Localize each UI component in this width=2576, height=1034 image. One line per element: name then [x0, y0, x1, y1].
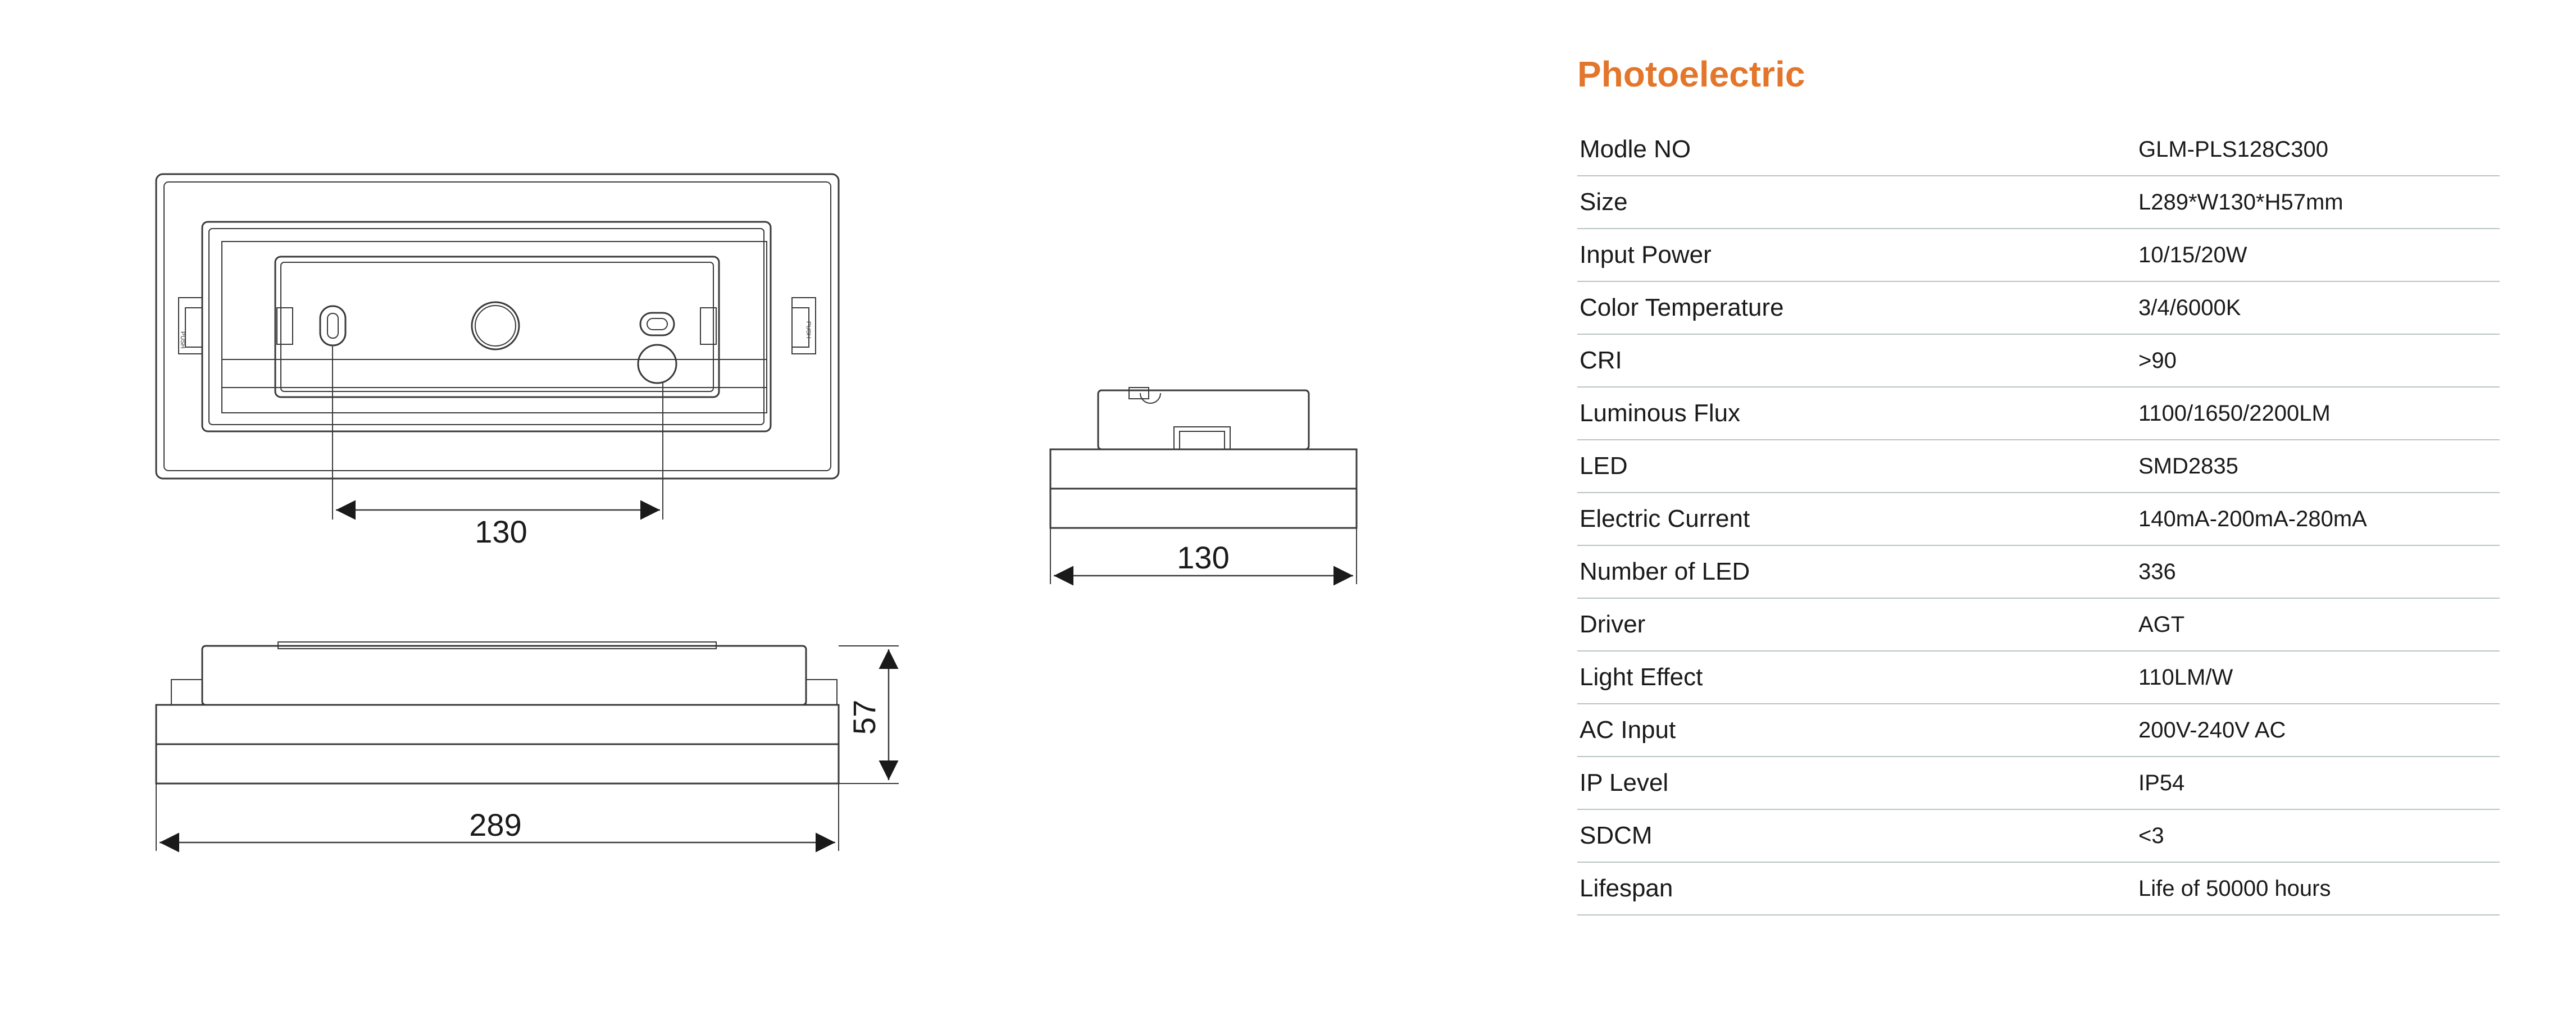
spec-value: 110LM/W	[2138, 651, 2500, 704]
spec-value: IP54	[2138, 757, 2500, 810]
side-view: 130	[1049, 387, 1358, 586]
front-view: PUSH PUSH 130	[155, 173, 840, 549]
spec-label: CRI	[1577, 334, 2138, 388]
spec-value: Life of 50000 hours	[2138, 862, 2500, 915]
table-row: CRI>90	[1577, 334, 2500, 388]
right-push-clip: PUSH	[791, 297, 816, 354]
spec-label: SDCM	[1577, 809, 2138, 863]
spec-value: GLM-PLS128C300	[2138, 124, 2500, 176]
spec-value: AGT	[2138, 598, 2500, 652]
left-push-label: PUSH	[179, 331, 186, 349]
spec-label: Input Power	[1577, 229, 2138, 282]
spec-value: 140mA-200mA-280mA	[2138, 493, 2500, 546]
bottom-length-dimension: 289	[469, 807, 521, 842]
spec-value: >90	[2138, 334, 2500, 388]
bottom-view: 57 289	[155, 641, 899, 853]
spec-value: 10/15/20W	[2138, 229, 2500, 282]
spec-label: Electric Current	[1577, 493, 2138, 546]
spec-title: Photoelectric	[1577, 54, 1805, 94]
spec-value: 3/4/6000K	[2138, 281, 2500, 335]
spec-value: 200V-240V AC	[2138, 704, 2500, 757]
bottom-height-dimension: 57	[846, 700, 882, 735]
front-width-dimension: 130	[475, 514, 527, 549]
spec-label: Modle NO	[1577, 124, 2138, 176]
spec-label: IP Level	[1577, 757, 2138, 810]
side-width-dimension: 130	[1177, 540, 1229, 575]
spec-value: <3	[2138, 809, 2500, 863]
technical-drawings: PUSH PUSH 130 130	[155, 173, 1358, 853]
spec-label: Color Temperature	[1577, 281, 2138, 335]
spec-value: 336	[2138, 545, 2500, 599]
left-push-clip: PUSH	[178, 297, 203, 354]
spec-label: Light Effect	[1577, 651, 2138, 704]
spec-label: Lifespan	[1577, 862, 2138, 915]
spec-value: 1100/1650/2200LM	[2138, 387, 2500, 440]
spec-value: SMD2835	[2138, 440, 2500, 493]
spec-label: Driver	[1577, 598, 2138, 652]
right-push-label: PUSH	[805, 321, 812, 339]
spec-label: Size	[1577, 176, 2138, 229]
spec-label: LED	[1577, 440, 2138, 493]
table-row: SDCM<3	[1577, 809, 2500, 863]
spec-label: Number of LED	[1577, 545, 2138, 599]
spec-value: L289*W130*H57mm	[2138, 176, 2500, 229]
spec-label: Luminous Flux	[1577, 387, 2138, 440]
spec-label: AC Input	[1577, 704, 2138, 757]
